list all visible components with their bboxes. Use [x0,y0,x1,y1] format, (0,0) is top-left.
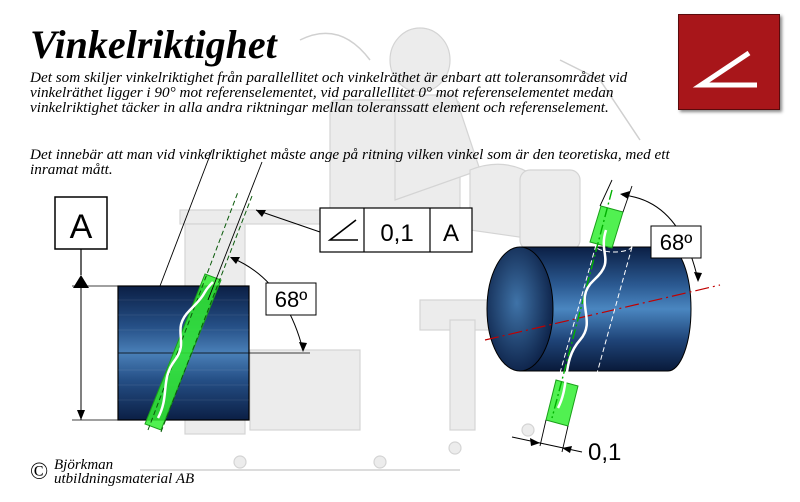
datum-label-box [54,196,108,250]
angularity-symbol-icon [327,219,358,241]
angularity-icon [692,50,757,88]
fcf-tolerance-value: 0,1 [380,220,413,247]
copyright-line-1: Björkman [54,457,114,473]
page-title: Vinkelriktighet [30,22,277,67]
angle-arrow-icon [299,342,307,352]
datum-letter: A [70,208,93,246]
datum-axis-line [484,284,721,341]
angle-value-right: 68º [660,230,693,255]
angle-value-left: 68º [275,287,308,312]
angularity-symbol-badge [678,14,780,110]
actual-axis-line [556,229,608,409]
dimension-arrow-icon [77,410,85,420]
explanation-paragraph: Det innebär att man vid vinkelriktighet … [30,146,670,178]
tolerance-zone-right-bottom [545,379,579,427]
fcf-datum-reference: A [443,220,459,247]
datum-triangle-icon [73,275,89,288]
tolerance-width-label: 0,1 [588,439,621,466]
workpiece-cylinder [486,246,692,372]
tolerance-zone-right-top [589,205,624,249]
copyright-line-2: utbildningsmaterial AB [54,471,195,487]
angle-dimension-box-right [650,225,702,259]
copyright-symbol: © [30,459,49,485]
intro-paragraph: Det som skiljer vinkelriktighet från par… [30,69,628,116]
feature-control-frame: 0,1 A [319,207,473,253]
angle-dimension-box-left [265,282,317,316]
actual-surface-line [156,281,214,419]
